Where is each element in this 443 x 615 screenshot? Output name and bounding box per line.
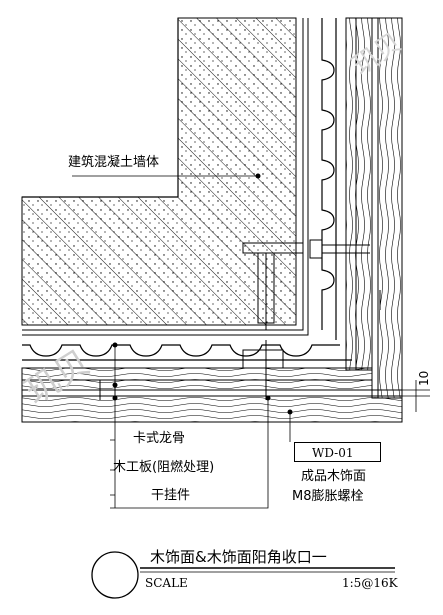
title-circle	[91, 551, 139, 599]
board-horizontal	[21, 367, 403, 423]
drawing-title: 木饰面&木饰面阳角收口一	[150, 548, 327, 566]
label-board: 木工板(阻燃处理)	[113, 460, 215, 475]
label-concrete-wall: 建筑混凝土墙体	[68, 155, 160, 170]
label-expansion-bolt: M8膨胀螺栓	[292, 489, 364, 504]
scale-value: 1:5@16K	[342, 576, 398, 590]
leaders	[72, 175, 430, 509]
dimension-label: 10	[417, 370, 431, 386]
keel-horizontal	[22, 344, 352, 361]
material-code: WD-01	[312, 446, 354, 460]
title-block	[91, 551, 395, 599]
label-keel: 卡式龙骨	[133, 431, 186, 446]
material-code-box: WD-01	[294, 442, 381, 462]
board-vertical	[345, 17, 403, 399]
bolt-top	[242, 239, 370, 330]
concrete-wall	[21, 17, 297, 326]
label-wood-finish: 成品木饰面	[301, 469, 367, 484]
label-hanger: 干挂件	[151, 488, 191, 503]
leader-dots	[112, 173, 293, 415]
bolt-bottom	[99, 290, 381, 400]
scale-label: SCALE	[145, 576, 188, 590]
keel-vertical	[321, 18, 337, 340]
wall-face-lines	[22, 18, 309, 336]
